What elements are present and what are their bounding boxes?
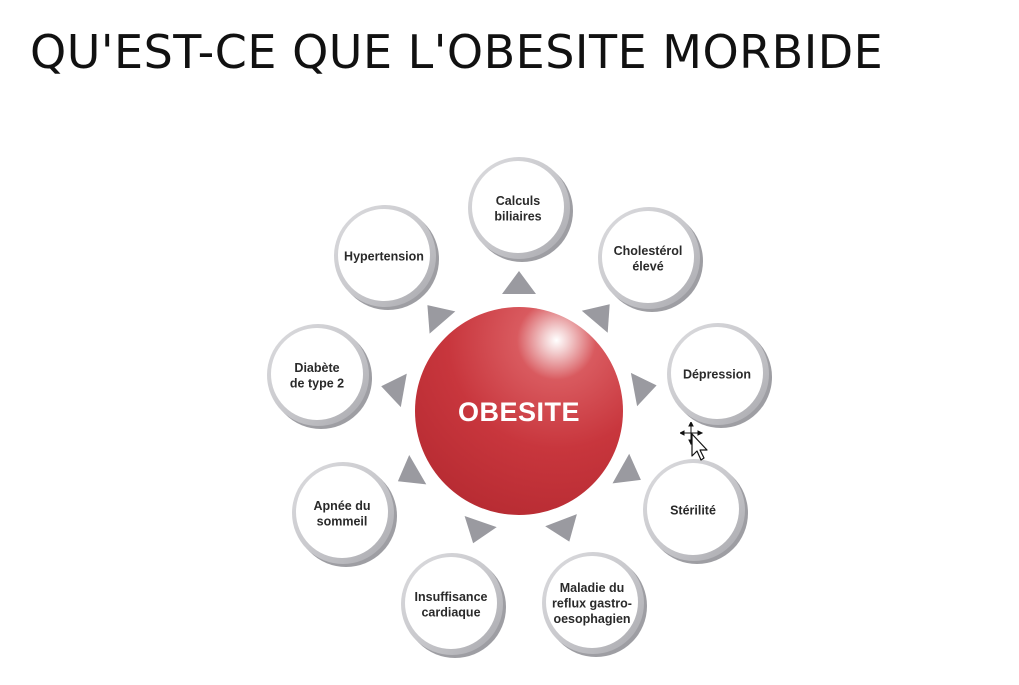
arrow-8 (427, 305, 456, 334)
arrow-5 (464, 516, 497, 544)
node-label: Dépression (683, 368, 751, 382)
node-label: Hypertension (344, 250, 424, 264)
center-label: OBESITE (458, 397, 580, 427)
center-sphere (415, 307, 623, 515)
node-group: CalculsbiliairesCholestérolélevéDépressi… (267, 157, 772, 658)
node-label: Apnée du (314, 499, 371, 513)
node-label: Insuffisance (415, 590, 488, 604)
node-label: biliaires (494, 209, 541, 223)
node-face (405, 557, 497, 649)
node-8: Hypertension (334, 205, 439, 310)
node-label: élevé (632, 259, 663, 273)
arrow-group (381, 271, 657, 544)
node-label: Diabète (294, 361, 339, 375)
move-cursor-icon (680, 422, 708, 461)
arrow-4 (545, 514, 577, 542)
arrow-6 (397, 455, 427, 485)
center-node: OBESITE (408, 300, 630, 522)
arrow-3 (612, 453, 641, 484)
node-3: Stérilité (643, 459, 748, 564)
node-label: Calculs (496, 194, 541, 208)
node-face (647, 463, 739, 555)
arrow-0 (502, 271, 536, 294)
node-face (472, 161, 564, 253)
node-label: Maladie du (560, 581, 625, 595)
node-label: reflux gastro- (552, 597, 632, 611)
node-label: cardiaque (421, 605, 480, 619)
arrow-7 (381, 373, 407, 408)
node-2: Dépression (667, 323, 772, 428)
node-face (671, 327, 763, 419)
node-face (296, 466, 388, 558)
node-face (602, 211, 694, 303)
node-label: de type 2 (290, 376, 344, 390)
node-4: Maladie du reflux gastro-oesophagien (542, 552, 647, 657)
node-face (271, 328, 363, 420)
node-label: Stérilité (670, 504, 716, 518)
slide-title: QU'EST-CE QUE L'OBESITE MORBIDE (30, 25, 884, 79)
node-face (546, 556, 638, 648)
arrow-1 (581, 304, 610, 333)
arrow-2 (630, 372, 657, 407)
node-label: Cholestérol (614, 244, 683, 258)
node-label: sommeil (317, 514, 368, 528)
node-label: oesophagien (553, 612, 630, 626)
node-face (338, 209, 430, 301)
